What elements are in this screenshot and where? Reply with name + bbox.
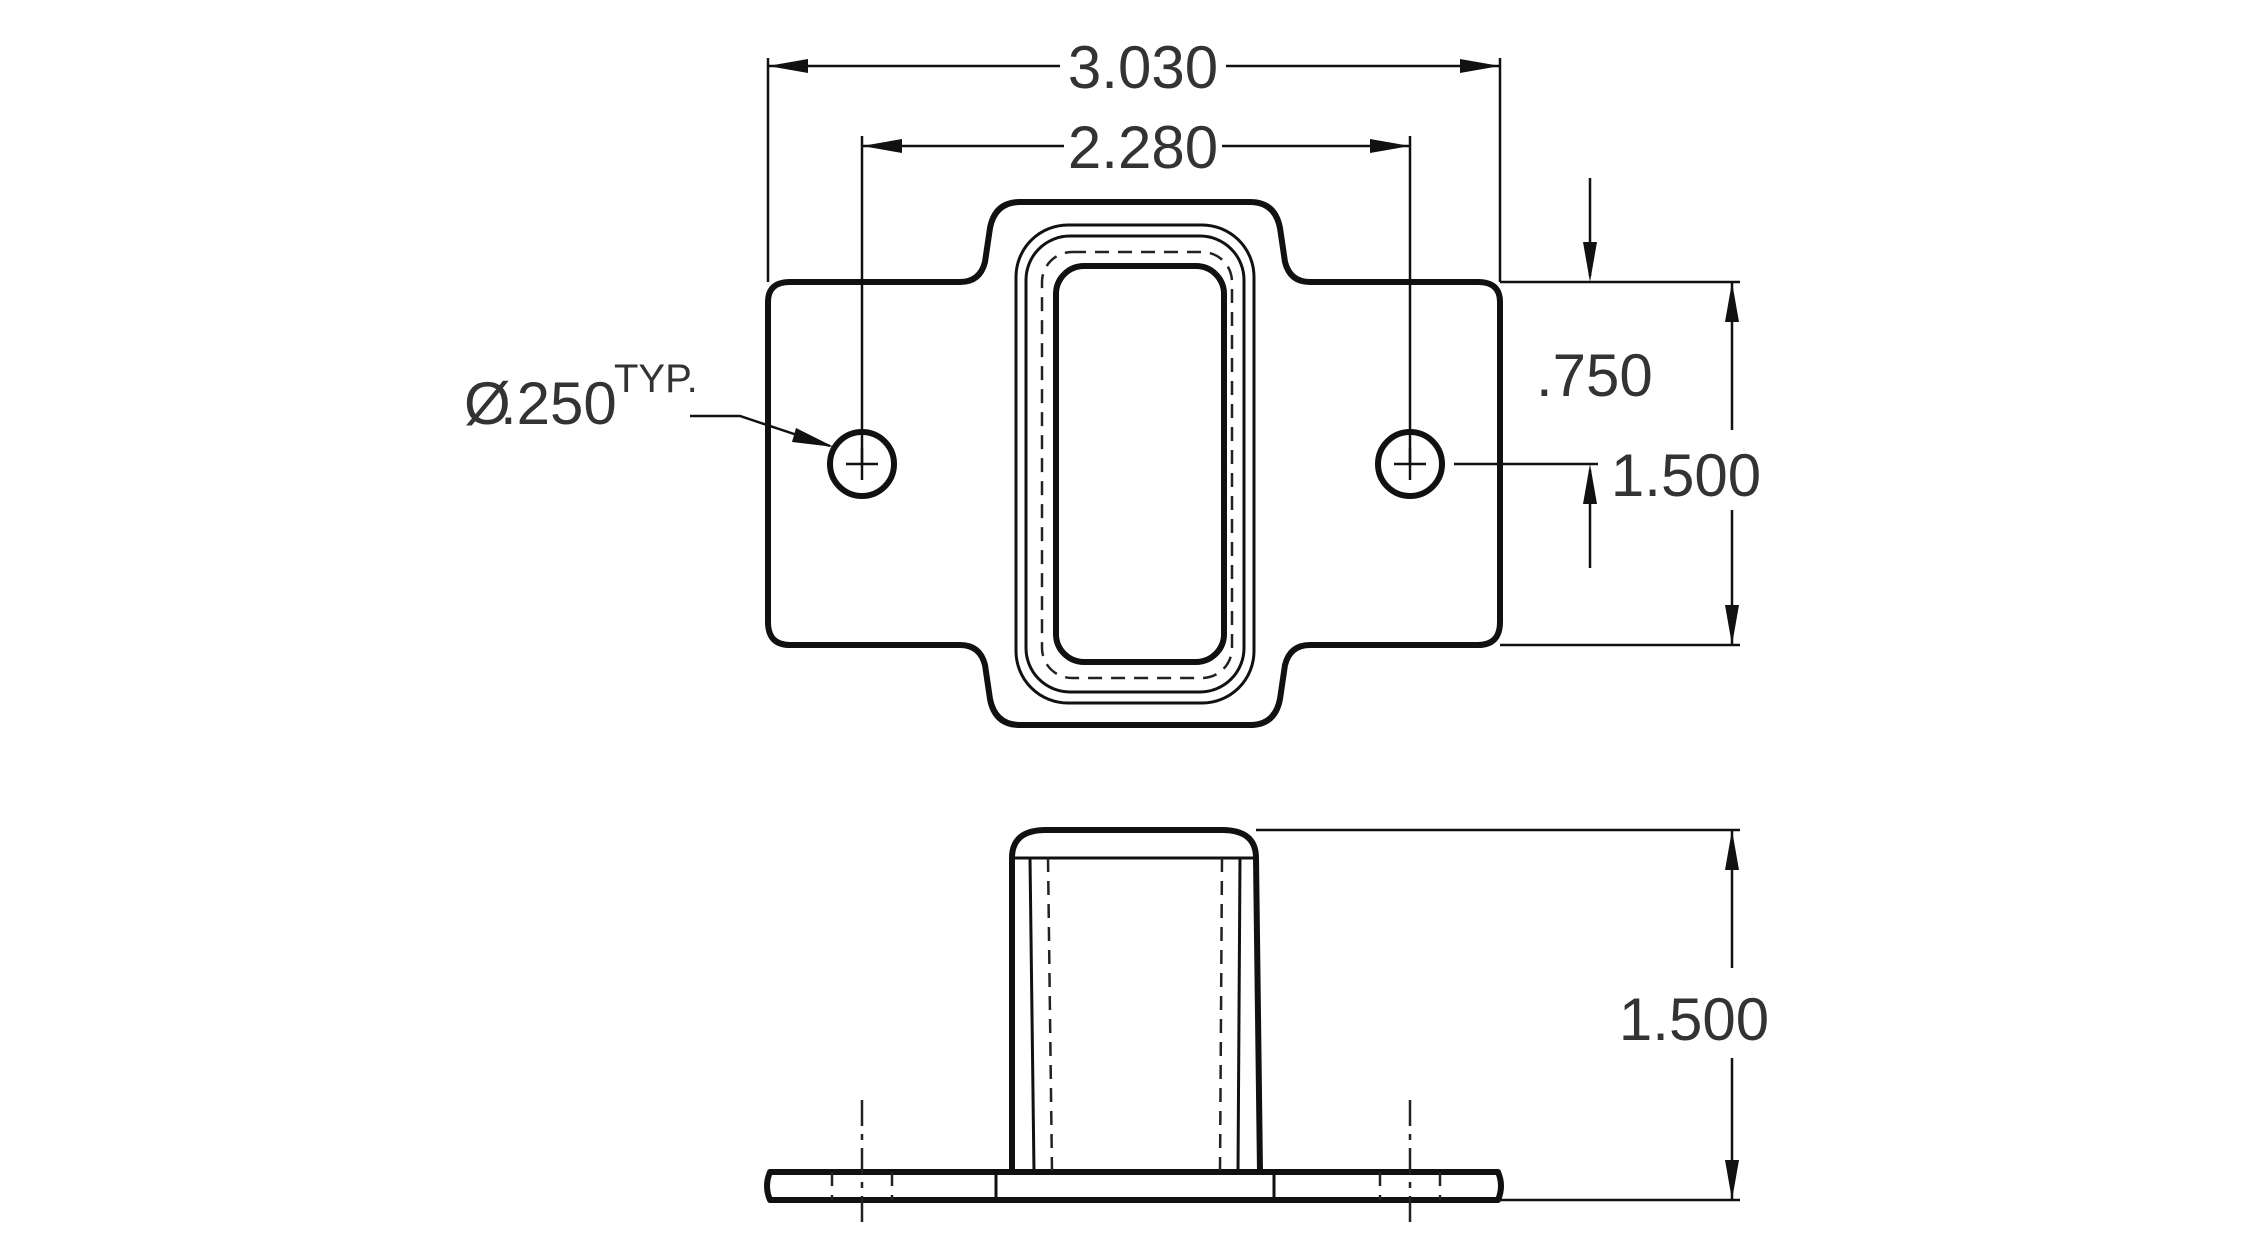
boss-hidden-bore <box>1040 250 1234 680</box>
boss-outer-wall-inner-edge <box>1024 234 1246 694</box>
top-view-outline <box>765 199 1503 728</box>
dim-hole-spacing: 2.280 <box>862 114 1410 181</box>
dim-overall-width: 3.030 <box>768 34 1500 101</box>
dim-hole-diameter: Ø .250 TYP. <box>464 357 834 448</box>
boss-outer-wall <box>1014 223 1256 705</box>
top-view: 3.030 2.280 Ø .250 TYP. .750 <box>464 34 1761 728</box>
side-view-base-plate <box>764 1169 1504 1203</box>
hole-diameter-label: .250 <box>500 370 617 437</box>
dim-overall-width-label: 3.030 <box>1068 34 1218 101</box>
hole-diameter-note: TYP. <box>614 357 698 401</box>
hole-diameter-symbol: Ø <box>464 370 511 437</box>
boss-hidden-bore-left <box>1046 857 1054 1173</box>
dim-hole-spacing-label: 2.280 <box>1068 114 1218 181</box>
dim-side-height: 1.500 <box>1256 828 1769 1202</box>
boss-hidden-bore-right <box>1218 857 1224 1173</box>
boss-wall-left <box>1028 857 1036 1173</box>
dim-hole-offset: .750 <box>1454 178 1653 568</box>
dim-side-height-label: 1.500 <box>1619 986 1769 1053</box>
side-view-boss <box>1009 827 1263 1175</box>
side-view: 1.500 <box>764 827 1769 1226</box>
dim-plate-height-label: 1.500 <box>1611 442 1761 509</box>
boss-wall-right <box>1236 857 1242 1173</box>
dim-plate-height: 1.500 <box>1500 280 1761 647</box>
boss-inner-opening <box>1053 263 1227 665</box>
dim-hole-offset-label: .750 <box>1536 342 1653 409</box>
